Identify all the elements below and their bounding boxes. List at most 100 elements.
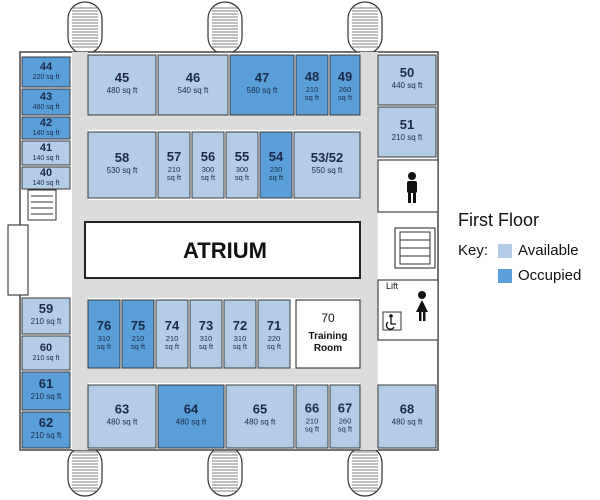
unit-number: 44 bbox=[40, 61, 53, 73]
unit-shape bbox=[87, 299, 121, 369]
unit-area: 220 sq ft bbox=[33, 74, 60, 81]
unit-number: 61 bbox=[39, 376, 53, 391]
unit-number: 41 bbox=[40, 142, 52, 154]
unit-number: 76 bbox=[97, 318, 111, 333]
legend-available-label: Available bbox=[518, 242, 579, 259]
mens-restroom-icon bbox=[407, 172, 417, 203]
unit-area: 210 sq ft bbox=[31, 317, 62, 326]
unit-area: 480 sq ft bbox=[107, 418, 138, 427]
unit-area: 550 sq ft bbox=[312, 166, 343, 175]
unit-shape bbox=[229, 54, 295, 116]
unit-area: 210 sq ft bbox=[31, 392, 62, 401]
unit-shape bbox=[329, 54, 361, 116]
unit-number: 60 bbox=[40, 342, 52, 354]
unit-shape bbox=[157, 384, 225, 449]
unit-shape bbox=[21, 297, 71, 335]
unit-area: 480 sq ft bbox=[392, 418, 423, 427]
unit-shape bbox=[257, 299, 291, 369]
unit-shape bbox=[21, 116, 71, 140]
unit-number: 65 bbox=[253, 402, 267, 417]
unit-number: 66 bbox=[305, 401, 319, 416]
legend-title: First Floor bbox=[458, 210, 539, 230]
unit-shape bbox=[189, 299, 223, 369]
unit-shape bbox=[377, 54, 437, 106]
legend-key-label: Key: bbox=[458, 242, 489, 259]
unit-area: 210 sq ft bbox=[392, 133, 423, 142]
accessible-restroom-icon bbox=[382, 311, 402, 331]
unit-number: 47 bbox=[255, 70, 269, 85]
unit-area: 480 sq ft bbox=[245, 418, 276, 427]
services-area bbox=[377, 159, 439, 341]
training-room[interactable]: 70 Training Room bbox=[295, 299, 361, 369]
unit-area: 540 sq ft bbox=[178, 86, 209, 95]
stair-tower-top-2 bbox=[207, 1, 243, 55]
unit-shape bbox=[295, 384, 329, 449]
legend-available: Available bbox=[498, 242, 579, 259]
unit-area: 480 sq ft bbox=[176, 418, 207, 427]
unit-shape bbox=[295, 54, 329, 116]
unit-area: 140 sq ft bbox=[33, 180, 60, 187]
unit-shape bbox=[87, 131, 157, 199]
unit-shape bbox=[157, 54, 229, 116]
stair-tower-top-3 bbox=[347, 1, 383, 55]
unit-shape bbox=[87, 384, 157, 449]
stair-towers bbox=[67, 1, 383, 497]
lift-label: Lift bbox=[386, 281, 399, 291]
atrium bbox=[84, 221, 361, 279]
unit-number: 68 bbox=[400, 402, 414, 417]
unit-area: 530 sq ft bbox=[107, 166, 138, 175]
unit-shape bbox=[225, 131, 259, 199]
unit-shape bbox=[21, 56, 71, 88]
unit-shape bbox=[21, 140, 71, 166]
unit-number: 40 bbox=[40, 167, 52, 179]
unit-number: 43 bbox=[40, 91, 52, 103]
unit-shape bbox=[155, 299, 189, 369]
legend-occupied-label: Occupied bbox=[518, 267, 582, 284]
unit-number: 62 bbox=[39, 415, 53, 430]
unit-number: 51 bbox=[400, 117, 414, 132]
unit-shape bbox=[191, 131, 225, 199]
unit-shape bbox=[259, 131, 293, 199]
womens-restroom-icon bbox=[416, 291, 428, 321]
